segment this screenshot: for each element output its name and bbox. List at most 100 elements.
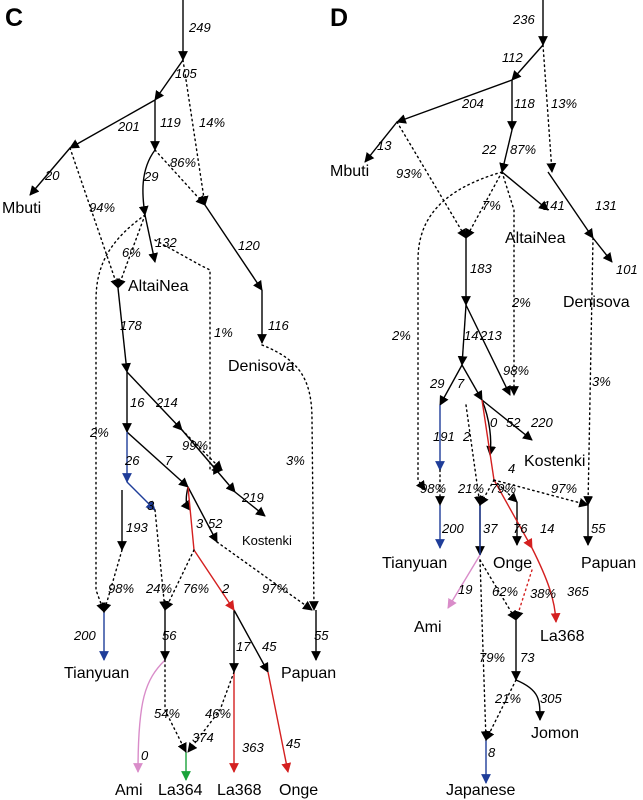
node-altainea: AltaiNea	[128, 278, 189, 295]
edge-label: 52	[506, 415, 521, 430]
edge-label: 219	[241, 490, 264, 505]
edge-label: 76	[513, 521, 528, 536]
edge-label: 116	[268, 318, 289, 333]
edge-label: 56	[162, 628, 177, 643]
edge-label: 14	[540, 521, 554, 536]
node-denisova: Denisova	[563, 294, 630, 311]
edge-label: 120	[238, 238, 260, 253]
edge-label: 21%	[457, 481, 484, 496]
edge-label: 21%	[494, 691, 521, 706]
edge-label: 200	[73, 628, 96, 643]
edge-label: 24%	[145, 581, 172, 596]
edge-label: 220	[530, 415, 553, 430]
edge-label: 29	[143, 169, 158, 184]
edge-label: 7	[457, 376, 465, 391]
edge-label: 105	[175, 66, 197, 81]
edge-label: 13%	[551, 96, 577, 111]
edge-label: 97%	[262, 581, 288, 596]
edge-label: 99%	[182, 438, 208, 453]
edge-label: 22	[481, 142, 497, 157]
node-mbuti: Mbuti	[2, 200, 41, 217]
edge-label: 45	[262, 639, 277, 654]
edge-label: 132	[155, 235, 177, 250]
edge-label: 363	[242, 740, 264, 755]
node-la368: La368	[217, 782, 262, 799]
panel-letter: D	[330, 4, 348, 32]
edge-label: 29	[429, 376, 444, 391]
node-la364: La364	[158, 782, 203, 799]
edge-label: 17	[236, 639, 251, 654]
edge-label: 55	[314, 628, 329, 643]
edge-label: 16	[130, 395, 145, 410]
edge-label: 2	[462, 429, 471, 444]
edge-label: 201	[117, 119, 140, 134]
node-japanese: Japanese	[446, 782, 515, 799]
panel-letter: C	[5, 4, 23, 32]
edge-label: 118	[514, 96, 535, 111]
edge-label: 191	[433, 429, 455, 444]
edge-label: 3%	[286, 453, 305, 468]
edge-label: 213	[479, 328, 502, 343]
edge-label: 76%	[183, 581, 209, 596]
edge-label: 79%	[479, 650, 505, 665]
edge-label: 178	[120, 318, 142, 333]
edge-label: 3	[196, 516, 204, 531]
edge-label: 38%	[530, 586, 556, 601]
node-tianyuan: Tianyuan	[382, 555, 447, 572]
node-kostenki: Kostenki	[524, 453, 585, 470]
edge-labels: 249 105 201 119 14% 20 94% 29 86% 132 6%…	[44, 20, 329, 763]
edge-label: 8	[488, 745, 496, 760]
node-ami: Ami	[115, 782, 143, 799]
edge-label: 54%	[154, 706, 180, 721]
node-labels: Mbuti AltaiNea Denisova Kostenki Tianyua…	[330, 163, 636, 799]
edge-label: 13	[377, 138, 392, 153]
edge-label: 55	[591, 521, 606, 536]
node-kostenki: Kostenki	[242, 533, 292, 548]
node-jomon: Jomon	[531, 725, 579, 742]
edge-label: 236	[512, 12, 535, 27]
edge-label: 131	[595, 198, 617, 213]
edges	[29, 0, 321, 781]
edge-label: 1%	[214, 325, 233, 340]
edge-label: 3	[147, 498, 155, 513]
edge-label: 94%	[89, 200, 115, 215]
edge-label: 14%	[199, 115, 225, 130]
edges	[364, 0, 613, 784]
node-labels: Mbuti AltaiNea Denisova Kostenki Tianyua…	[2, 200, 336, 799]
node-tianyuan: Tianyuan	[64, 665, 129, 682]
edge-label: 119	[160, 115, 181, 130]
node-onge: Onge	[279, 782, 318, 799]
edge-label: 97%	[551, 481, 577, 496]
edge-label: 3%	[592, 374, 611, 389]
edge-label: 26	[124, 453, 140, 468]
panel-c: C	[2, 0, 336, 799]
node-la368: La368	[540, 628, 585, 645]
node-papuan: Papuan	[281, 665, 336, 682]
node-mbuti: Mbuti	[330, 163, 369, 180]
edge-label: 101	[616, 262, 638, 277]
node-altainea: AltaiNea	[505, 230, 566, 247]
edge-label: 2%	[511, 295, 531, 310]
node-denisova: Denisova	[228, 358, 295, 375]
edge-label: 374	[192, 730, 214, 745]
edge-label: 52	[208, 516, 223, 531]
edge-label: 87%	[510, 142, 536, 157]
edge-label: 0	[490, 415, 498, 430]
edge-label: 46%	[205, 706, 231, 721]
edge-label: 214	[155, 395, 178, 410]
edge-label: 4	[508, 461, 515, 476]
node-papuan: Papuan	[581, 555, 636, 572]
edge-label: 200	[441, 521, 464, 536]
edge-label: 112	[502, 50, 523, 65]
edge-label: 98%	[420, 481, 446, 496]
panel-d: D	[330, 0, 638, 799]
edge-label: 79%	[490, 481, 516, 496]
edge-label: 98%	[503, 363, 529, 378]
edge-labels: 236 112 2 0 4 118 13% 13 93% 22 87% 7% 14 1…	[377, 12, 638, 760]
node-ami: Ami	[414, 619, 442, 636]
edge-label: 86%	[170, 155, 196, 170]
edge-label: 6%	[122, 245, 141, 260]
edge-label: 93%	[396, 166, 422, 181]
edge-label: 7%	[482, 198, 501, 213]
